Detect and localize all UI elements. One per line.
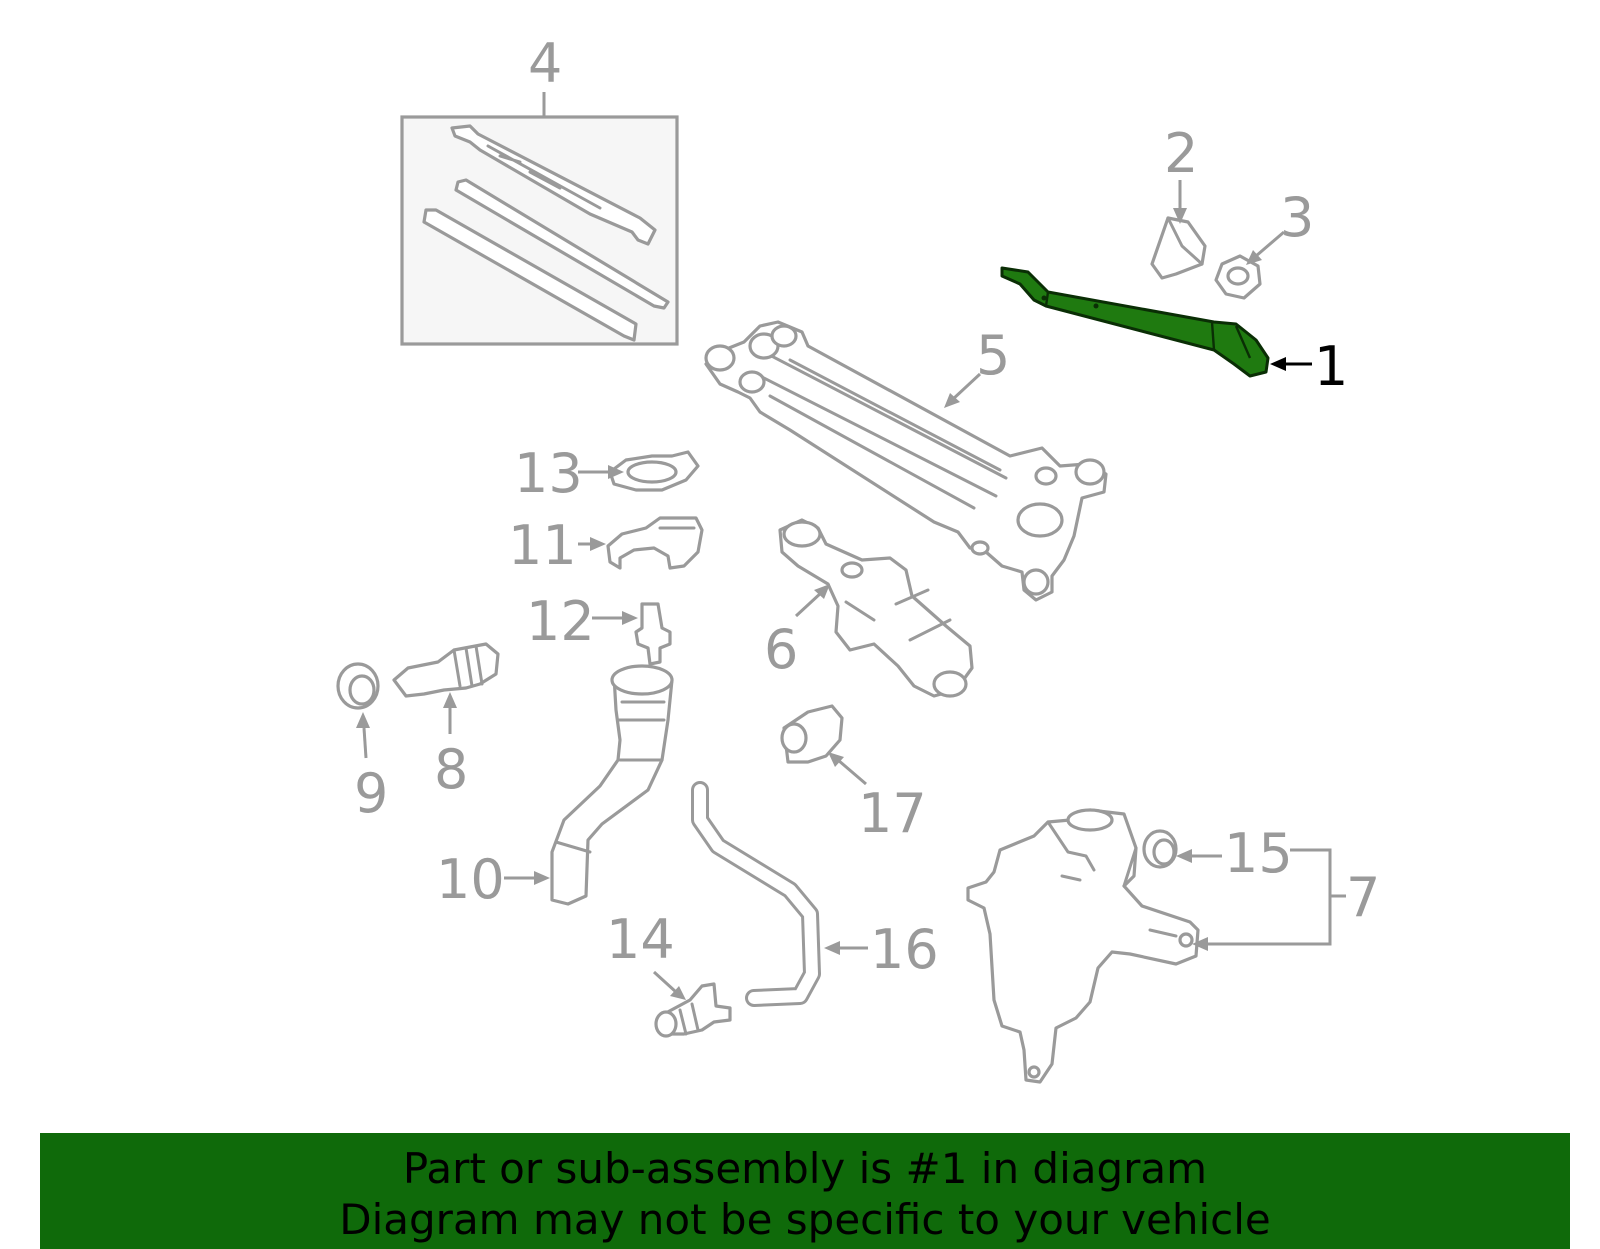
- part-4-wiper-blade-kit[interactable]: [400, 115, 679, 346]
- callout-5: 5: [976, 324, 1010, 387]
- callout-10: 10: [436, 848, 505, 911]
- callout-7: 7: [1346, 866, 1380, 929]
- part-9-grommet[interactable]: [336, 662, 380, 710]
- part-7-reservoir[interactable]: [966, 808, 1200, 1084]
- banner-line-1: Part or sub-assembly is #1 in diagram: [402, 1144, 1208, 1193]
- callout-1: 1: [1314, 335, 1348, 398]
- part-12-nozzle[interactable]: [634, 602, 672, 666]
- callout-15: 15: [1224, 822, 1293, 885]
- callout-12: 12: [526, 590, 595, 653]
- part-5-wiper-linkage[interactable]: [704, 320, 1108, 602]
- part-3-nut[interactable]: [1214, 254, 1262, 300]
- part-8-pump[interactable]: [392, 642, 500, 698]
- leader-lines: [356, 92, 1346, 1000]
- part-15-grommet[interactable]: [1142, 829, 1178, 869]
- part-1-wiper-arm[interactable]: [1000, 266, 1270, 378]
- banner-line-2: Diagram may not be specific to your vehi…: [339, 1195, 1271, 1244]
- callout-2: 2: [1164, 122, 1198, 185]
- callout-labels: 1 2 3 4 5 6 7 8 9 10 11 12 13 14 15 16 1…: [354, 32, 1380, 981]
- callout-11: 11: [508, 514, 577, 577]
- part-14-check-valve[interactable]: [654, 982, 732, 1038]
- part-13-ring[interactable]: [608, 450, 700, 492]
- info-banner: Part or sub-assembly is #1 in diagram Di…: [40, 1133, 1570, 1249]
- callout-9: 9: [354, 762, 388, 825]
- callout-4: 4: [528, 32, 562, 95]
- callout-14: 14: [606, 908, 675, 971]
- part-2-cap[interactable]: [1150, 216, 1207, 280]
- callout-3: 3: [1280, 186, 1314, 249]
- callout-8: 8: [434, 738, 468, 801]
- part-17-bushing[interactable]: [780, 704, 844, 764]
- part-11-bracket[interactable]: [606, 516, 704, 570]
- callout-16: 16: [870, 918, 939, 981]
- callout-13: 13: [514, 442, 583, 505]
- callout-6: 6: [764, 618, 798, 681]
- callout-17: 17: [858, 782, 927, 845]
- part-6-wiper-motor[interactable]: [778, 518, 974, 698]
- part-10-filler-hose[interactable]: [550, 664, 674, 906]
- part-16-washer-hose[interactable]: [691, 781, 821, 1007]
